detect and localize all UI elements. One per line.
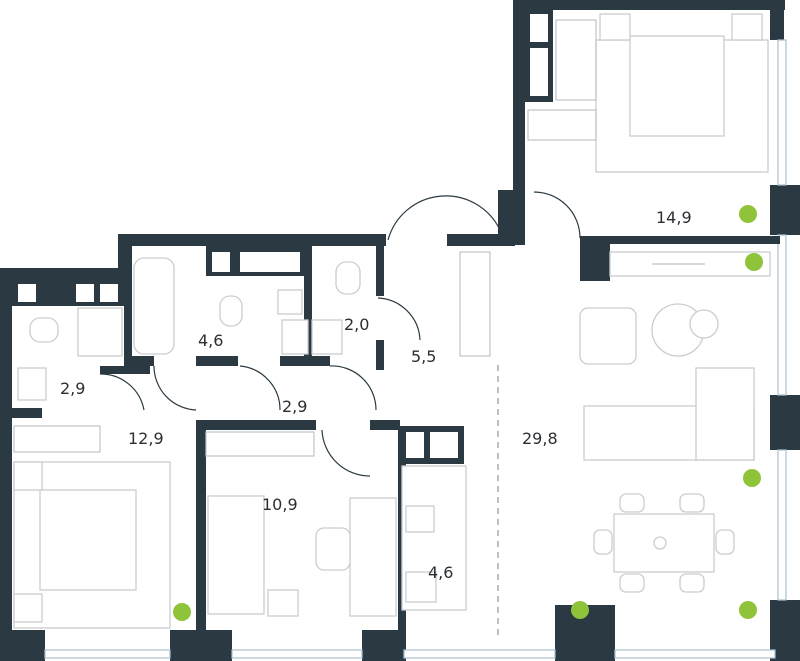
area-label-toilet: 2,0: [344, 315, 369, 334]
area-label-bedroom-middle: 10,9: [262, 495, 298, 514]
plant-icon: [739, 205, 757, 223]
plants: [173, 205, 763, 621]
plant-icon: [743, 469, 761, 487]
doors: [99, 191, 581, 640]
area-label-bedroom-top-right: 14,9: [656, 208, 692, 227]
area-label-bathroom-left: 2,9: [60, 379, 85, 398]
plant-icon: [739, 601, 757, 619]
plant-icon: [173, 603, 191, 621]
area-label-living: 29,8: [522, 429, 558, 448]
area-label-kitchen: 4,6: [428, 563, 453, 582]
area-label-bedroom-left: 12,9: [128, 429, 164, 448]
furniture: [13, 13, 771, 629]
area-label-bathroom: 4,6: [198, 331, 223, 350]
area-label-hall: 5,5: [411, 347, 436, 366]
plant-icon: [571, 601, 589, 619]
area-label-corridor: 2,9: [282, 397, 307, 416]
plant-icon: [745, 253, 763, 271]
area-labels: 14,9 29,8 5,5 4,6 2,0 2,9 2,9 12,9 10,9 …: [60, 208, 692, 582]
